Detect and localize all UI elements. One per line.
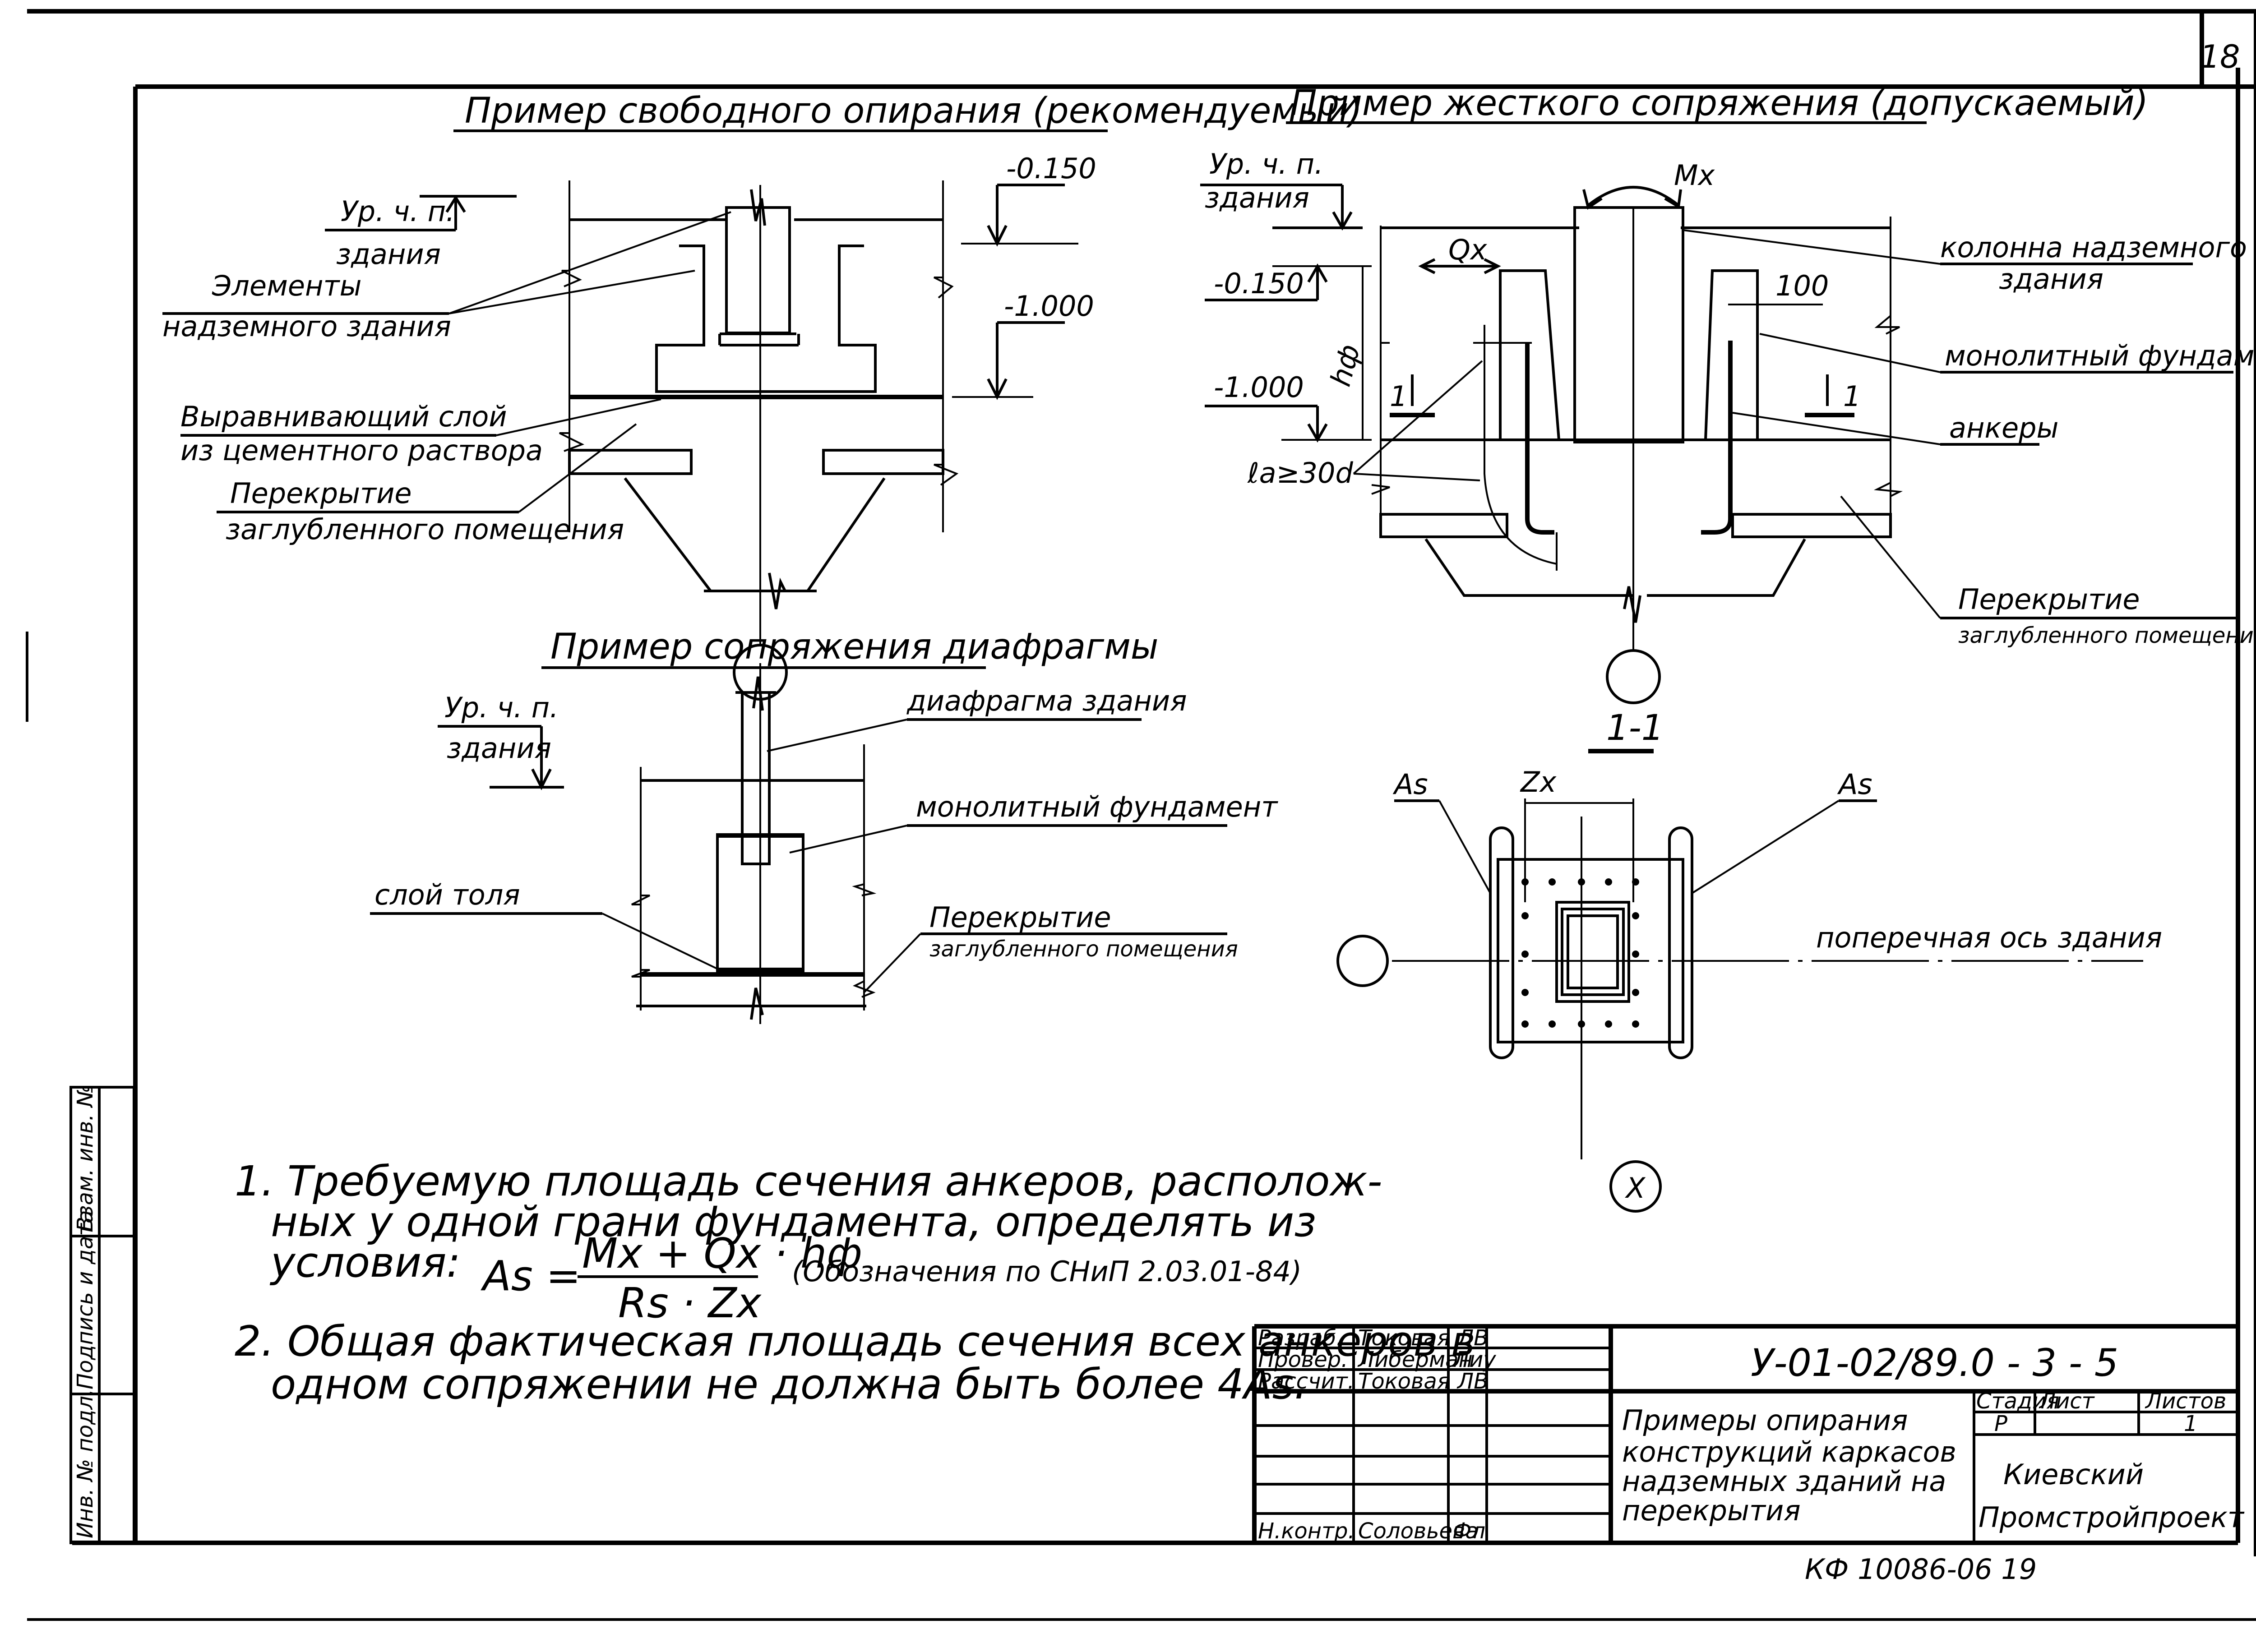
drawing-rigid-title: Пример жесткого сопряжения (допускаемый): [1290, 83, 2148, 124]
note2-line2: одном сопряжении не должна быть более 4A…: [271, 1360, 1307, 1408]
rigid-shear: Qx: [1448, 233, 1488, 266]
rigid-elev-1: -0.150: [1214, 267, 1304, 300]
tb-name-1: Либерман: [1357, 1347, 1473, 1372]
section-title: 1-1: [1606, 708, 1664, 748]
tb-doc-title-3: надземных зданий на: [1622, 1465, 1946, 1498]
note1-line1: 1. Требуемую площадь сечения анкеров, ра…: [235, 1157, 1382, 1205]
tb-doc-title-1: Примеры опирания: [1622, 1404, 1908, 1437]
diaphragm-label-slab-2: заглубленного помещения: [929, 937, 1238, 962]
rebar-dots: [1521, 878, 1639, 1028]
tb-col-sheet: Лист: [2039, 1389, 2095, 1414]
tb-sign-1: Лиу: [1452, 1347, 1496, 1372]
formula-lhs: As =: [481, 1252, 581, 1300]
section-zx: Zx: [1520, 766, 1557, 798]
free-level-bottom: здания: [336, 238, 441, 271]
tb-org-1: Киевский: [2003, 1458, 2144, 1491]
rigid-section-mark-left: 1: [1390, 380, 1407, 413]
tb-stage: Р: [1994, 1411, 2007, 1436]
rigid-anchorage: ℓa≥30d: [1247, 457, 1353, 489]
free-label-layer-1: Выравнивающий слой: [180, 400, 507, 433]
drawing-diaphragm-title: Пример сопряжения диафрагмы: [550, 627, 1159, 667]
rigid-moment: Mx: [1674, 159, 1715, 192]
drawing-free-support: Пример свободного опирания (рекомендуемы…: [162, 91, 1362, 701]
tb-sign-0: ЛВ: [1456, 1325, 1489, 1351]
drawing-free-title: Пример свободного опирания (рекомендуемы…: [465, 91, 1362, 131]
tb-doc-title-2: конструкций каркасов: [1622, 1435, 1956, 1468]
rigid-label-foundation: монолитный фундамент: [1945, 339, 2256, 372]
diaphragm-level-bottom: здания: [447, 732, 551, 765]
tb-role-0: Разраб.: [1258, 1325, 1343, 1351]
tb-name-6: Соловьева: [1358, 1518, 1479, 1544]
rigid-label-anchors: анкеры: [1949, 411, 2058, 444]
section-as-left: As: [1392, 768, 1428, 801]
side-stamp: Взам. инв. № Подпись и дата Инв. № подл.: [69, 1084, 135, 1544]
axis-marker-x: [1609, 1160, 1662, 1213]
tb-col-sheets: Листов: [2145, 1389, 2226, 1414]
note1-line3: условия:: [269, 1238, 460, 1287]
tb-role-1: Провер.: [1258, 1347, 1348, 1372]
axis-marker-circle: [1336, 935, 1389, 987]
section-as-right: As: [1837, 768, 1872, 801]
side-stamp-sign-date: Подпись и дата: [73, 1210, 98, 1389]
tb-doc-title-4: перекрытия: [1622, 1494, 1801, 1527]
axis-marker-x-label: X: [1625, 1172, 1646, 1204]
rigid-label-slab-1: Перекрытие: [1958, 583, 2140, 616]
rigid-label-column-2: здания: [1999, 263, 2103, 295]
drawing-diaphragm: Пример сопряжения диафрагмы Ур. ч. п. зд…: [370, 627, 1278, 1024]
tb-col-stage: Стадия: [1976, 1389, 2059, 1414]
sheet-frame: [26, 9, 2256, 1621]
rigid-label-slab-2: заглубленного помещения: [1958, 623, 2256, 648]
side-stamp-inv-orig: Инв. № подл.: [73, 1389, 98, 1538]
formula-numerator: Mx + Qx · hф: [582, 1229, 862, 1278]
diaphragm-label-foundation: монолитный фундамент: [916, 790, 1278, 823]
rigid-dim-100: 100: [1775, 269, 1829, 302]
tb-role-6: Н.контр.: [1258, 1518, 1355, 1544]
rigid-height: hф: [1324, 341, 1366, 390]
rigid-level-top: Ур. ч. п.: [1209, 148, 1323, 180]
tb-role-2: Рассчит.: [1258, 1369, 1355, 1394]
free-label-slab-2: заглубленного помещения: [226, 513, 624, 546]
title-block: Разраб. Токовая ЛВ Провер. Либерман Лиу …: [1252, 1324, 2245, 1586]
tb-org-2: Промстройпроект: [1979, 1501, 2245, 1534]
rigid-level-bottom: здания: [1205, 181, 1309, 214]
free-level-top: Ур. ч. п.: [341, 195, 455, 228]
section-axis-label: поперечная ось здания: [1816, 921, 2162, 954]
tb-name-2: Токовая: [1358, 1369, 1450, 1394]
tb-name-0: Токовая: [1358, 1325, 1450, 1351]
free-label-slab-1: Перекрытие: [230, 477, 412, 510]
diaphragm-label-diaphragm: диафрагма здания: [906, 684, 1187, 717]
diaphragm-level-top: Ур. ч. п.: [444, 691, 559, 724]
page-number: 18: [2200, 38, 2240, 75]
rigid-elev-2: -1.000: [1214, 371, 1304, 404]
diaphragm-label-tar: слой толя: [374, 878, 520, 911]
tb-sheets: 1: [2184, 1411, 2198, 1436]
free-label-layer-2: из цементного раствора: [180, 434, 543, 467]
side-stamp-replace-inv: Взам. инв. №: [73, 1084, 98, 1232]
rigid-label-column-1: колонна надземного: [1940, 231, 2247, 264]
diaphragm-label-slab-1: Перекрытие: [929, 901, 1111, 934]
tb-sign-2: ЛВ: [1456, 1369, 1489, 1394]
tb-doc-code: У-01-02/89.0 - 3 - 5: [1751, 1341, 2118, 1385]
note1-line2: ных у одной грани фундамента, определять…: [271, 1198, 1316, 1246]
free-elev-2: -1.000: [1004, 290, 1094, 323]
free-label-elements-2: надземного здания: [162, 310, 451, 343]
free-elev-1: -0.150: [1006, 152, 1096, 185]
section-1-1: 1-1 Zx X поперечная ось здания As As: [1336, 708, 2162, 1213]
stamp-code: КФ 10086-06 19: [1805, 1553, 2037, 1586]
formula-denominator: Rs · Zx: [618, 1279, 762, 1327]
tb-sign-6: Фл: [1453, 1518, 1485, 1544]
drawing-rigid-connection: Пример жесткого сопряжения (допускаемый): [1200, 83, 2256, 704]
axis-marker-circle: [1606, 649, 1661, 704]
notes: 1. Требуемую площадь сечения анкеров, ра…: [235, 1157, 1475, 1408]
free-label-elements-1: Элементы: [212, 269, 362, 302]
rigid-section-mark-right: 1: [1843, 380, 1861, 413]
formula-reference: (Обозначения по СНиП 2.03.01-84): [792, 1255, 1302, 1288]
